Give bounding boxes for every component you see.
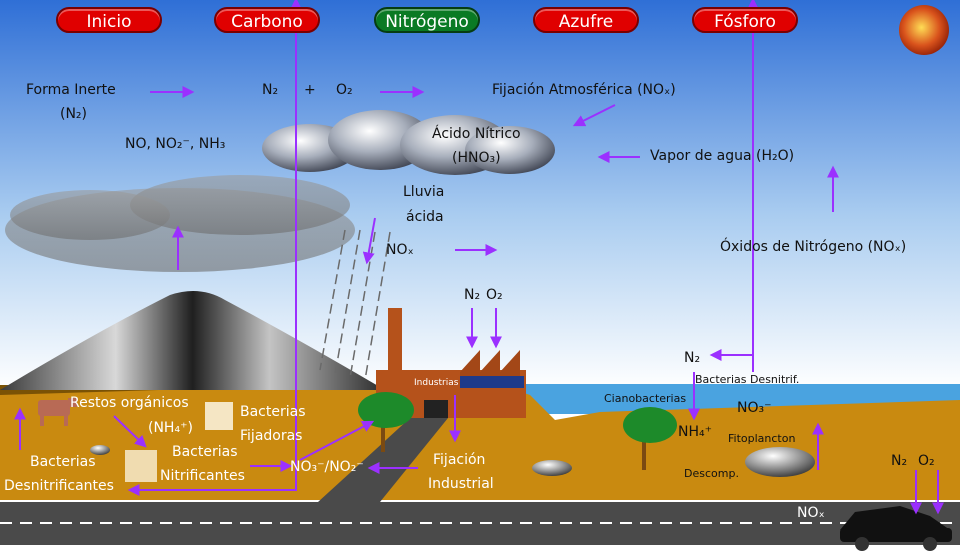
nav-fosforo-button[interactable]: Fósforo (692, 7, 798, 33)
label-car-o2: O₂ (918, 453, 935, 469)
label-o2: O₂ (336, 82, 353, 98)
label-nox-sky: NOₓ (386, 242, 414, 258)
label-nh4-paren: (NH₄⁺) (148, 420, 193, 436)
label-oxidos-nitrogeno: Óxidos de Nitrógeno (NOₓ) (720, 239, 906, 255)
label-bacterias-nitrificantes-2: Nitrificantes (160, 468, 245, 484)
label-forma-inerte: Forma Inerte (26, 82, 116, 98)
label-factory-n2: N₂ (464, 287, 480, 303)
label-bacterias-desnitrificantes-2: Desnitrificantes (4, 478, 114, 494)
label-sea-n2: N₂ (684, 350, 700, 366)
label-restos-organicos: Restos orgánicos (70, 395, 189, 411)
bacteria-nitrificantes-icon (125, 450, 157, 482)
nav-azufre-button[interactable]: Azufre (533, 7, 639, 33)
label-descomp: Descomp. (684, 467, 739, 480)
label-lluvia: Lluvia (403, 184, 444, 200)
label-n2-paren: (N₂) (60, 106, 87, 122)
label-no3-no2: NO₃⁻/NO₂⁻ (290, 459, 364, 475)
bacteria-fijadoras-icon (205, 402, 233, 430)
label-car-n2: N₂ (891, 453, 907, 469)
label-bacterias-nitrificantes-1: Bacterias (172, 444, 238, 460)
sun-icon (899, 5, 949, 55)
label-fijacion-industrial-2: Industrial (428, 476, 494, 492)
label-bacterias-desnitrificantes-1: Bacterias (30, 454, 96, 470)
label-n2: N₂ (262, 82, 278, 98)
label-industrias: Industrias (414, 378, 458, 388)
label-bacterias-fijadoras-1: Bacterias (240, 404, 306, 420)
label-nh4-sea: NH₄⁺ (678, 424, 712, 440)
label-no-compounds: NO, NO₂⁻, NH₃ (125, 136, 225, 152)
label-vapor-agua: Vapor de agua (H₂O) (650, 148, 794, 164)
nav-nitrogeno-button[interactable]: Nitrógeno (374, 7, 480, 33)
nav-carbono-button[interactable]: Carbono (214, 7, 320, 33)
label-fijacion-atmosferica: Fijación Atmosférica (NOₓ) (492, 82, 676, 98)
label-cianobacterias: Cianobacterias (604, 392, 686, 405)
label-bacterias-fijadoras-2: Fijadoras (240, 428, 302, 444)
label-nox-car: NOₓ (797, 505, 825, 521)
label-factory-o2: O₂ (486, 287, 503, 303)
credit-text: ©cienciasnaturales.es (4, 543, 127, 556)
nav-inicio-button[interactable]: Inicio (56, 7, 162, 33)
label-hno3: (HNO₃) (452, 150, 501, 166)
label-fijacion-industrial-1: Fijación (433, 452, 485, 468)
label-plus: + (304, 82, 316, 98)
label-bacterias-desnitrif: Bacterias Desnitrif. (695, 373, 799, 386)
label-no3-sea: NO₃⁻ (737, 400, 772, 416)
label-fitoplancton: Fitoplancton (728, 432, 795, 445)
label-acido-nitrico: Ácido Nítrico (432, 126, 521, 142)
label-acida: ácida (406, 209, 444, 225)
